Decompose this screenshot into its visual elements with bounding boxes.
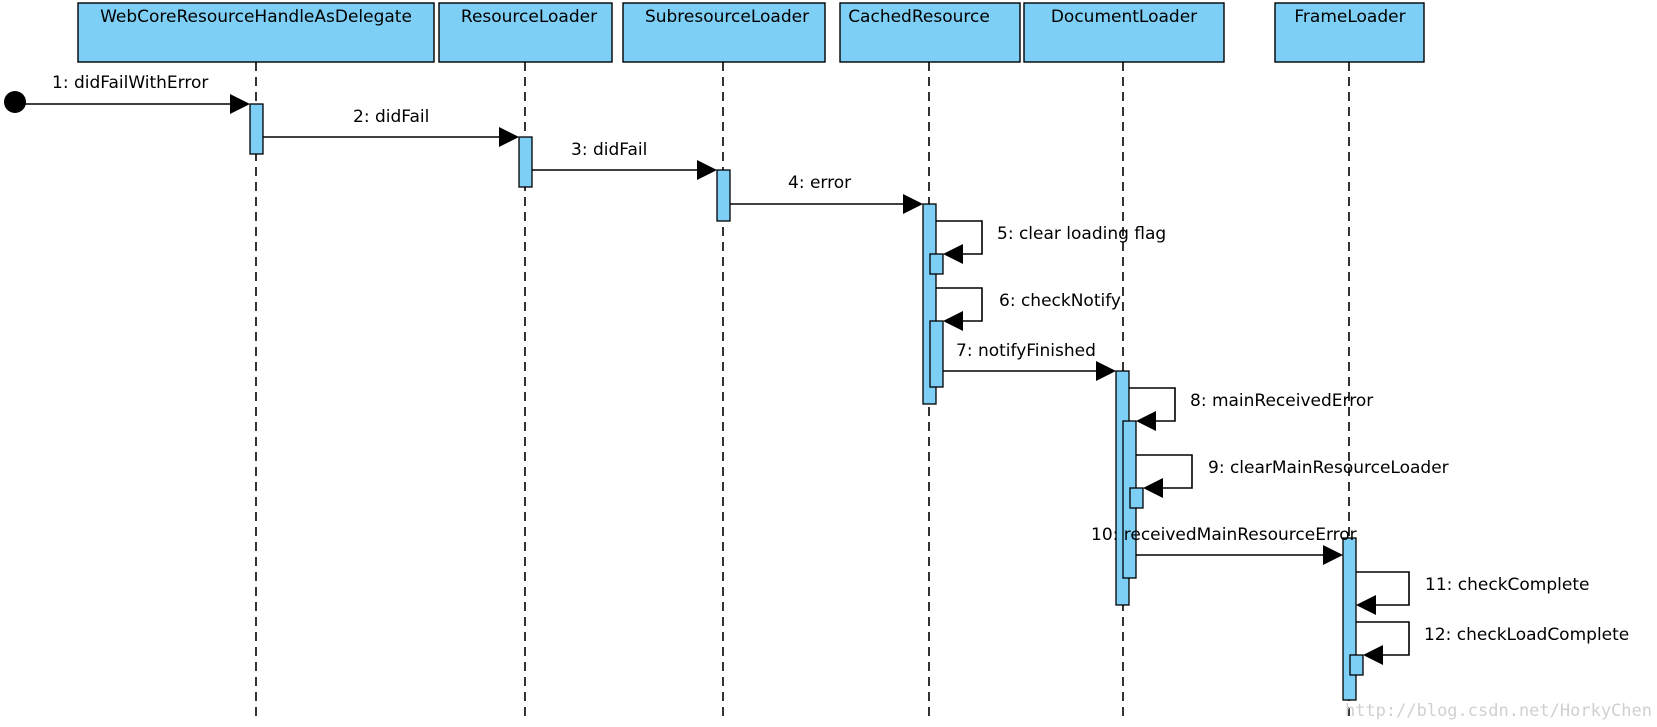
message-label: 11: checkComplete xyxy=(1425,575,1589,595)
message-4: 4: error xyxy=(730,173,923,214)
arrow-head xyxy=(903,194,923,214)
participant-subresourceloader: SubresourceLoader xyxy=(622,2,826,63)
message-label: 6: checkNotify xyxy=(999,291,1121,311)
participant-resourceloader: ResourceLoader xyxy=(438,2,613,63)
message-label: 1: didFailWithError xyxy=(52,73,208,93)
arrow-head xyxy=(1096,361,1116,381)
message-label: 2: didFail xyxy=(353,107,429,127)
message-label: 10: receivedMainResourceError xyxy=(1091,525,1357,545)
activation-documentloader-nested-9 xyxy=(1129,487,1144,509)
start-point xyxy=(4,91,26,113)
messages: 1: didFailWithError 2: didFail 3: didFai… xyxy=(4,73,1629,665)
message-label: 5: clear loading flag xyxy=(997,224,1166,244)
participant-frameloader: FrameLoader xyxy=(1274,2,1425,63)
message-label: 8: mainReceivedError xyxy=(1190,391,1373,411)
message-label: 12: checkLoadComplete xyxy=(1424,625,1629,645)
arrow-head xyxy=(943,311,963,331)
message-label: 4: error xyxy=(788,173,851,193)
activation-cachedresource-nested-6 xyxy=(929,320,944,388)
participant-label: SubresourceLoader xyxy=(645,7,809,27)
message-3: 3: didFail xyxy=(532,140,717,180)
participant-webcore: WebCoreResourceHandleAsDelegate xyxy=(77,2,435,63)
participant-documentloader: DocumentLoader xyxy=(1023,2,1225,63)
activation-resourceloader xyxy=(518,136,533,188)
watermark: http://blog.csdn.net/HorkyChen xyxy=(1345,701,1652,721)
message-10: 10: receivedMainResourceError xyxy=(1091,525,1357,565)
arrow-head xyxy=(1323,545,1343,565)
activations xyxy=(249,103,1364,701)
arrow-head xyxy=(697,160,717,180)
message-2: 2: didFail xyxy=(263,107,519,147)
message-8: 8: mainReceivedError xyxy=(1129,387,1373,431)
arrow-head xyxy=(1363,645,1383,665)
arrow-head xyxy=(230,94,250,114)
message-11: 11: checkComplete xyxy=(1356,571,1589,615)
arrow-head xyxy=(499,127,519,147)
activation-frameloader xyxy=(1342,537,1357,701)
arrow-head xyxy=(1136,411,1156,431)
message-6: 6: checkNotify xyxy=(936,287,1121,331)
lifelines xyxy=(255,62,1350,722)
message-1: 1: didFailWithError xyxy=(15,73,250,114)
activation-cachedresource-nested-5 xyxy=(929,253,944,275)
participant-label: CachedResource xyxy=(848,7,990,27)
participant-label: DocumentLoader xyxy=(1051,7,1197,27)
arrow-head xyxy=(1356,595,1376,615)
activation-frameloader-nested-12 xyxy=(1349,654,1364,676)
participant-label: FrameLoader xyxy=(1294,7,1405,27)
message-label: 3: didFail xyxy=(571,140,647,160)
arrow-head xyxy=(1143,478,1163,498)
message-5: 5: clear loading flag xyxy=(936,220,1166,264)
participant-label: WebCoreResourceHandleAsDelegate xyxy=(100,7,412,27)
participant-cachedresource: CachedResource xyxy=(839,2,1021,63)
message-12: 12: checkLoadComplete xyxy=(1356,621,1629,665)
message-label: 9: clearMainResourceLoader xyxy=(1208,458,1449,478)
activation-subresourceloader xyxy=(716,169,731,222)
message-label: 7: notifyFinished xyxy=(956,341,1096,361)
activation-webcore xyxy=(249,103,264,155)
participants: WebCoreResourceHandleAsDelegate Resource… xyxy=(77,2,1425,63)
message-9: 9: clearMainResourceLoader xyxy=(1136,454,1449,498)
participant-label: ResourceLoader xyxy=(461,7,597,27)
arrow-head xyxy=(943,244,963,264)
message-7: 7: notifyFinished xyxy=(943,341,1116,381)
